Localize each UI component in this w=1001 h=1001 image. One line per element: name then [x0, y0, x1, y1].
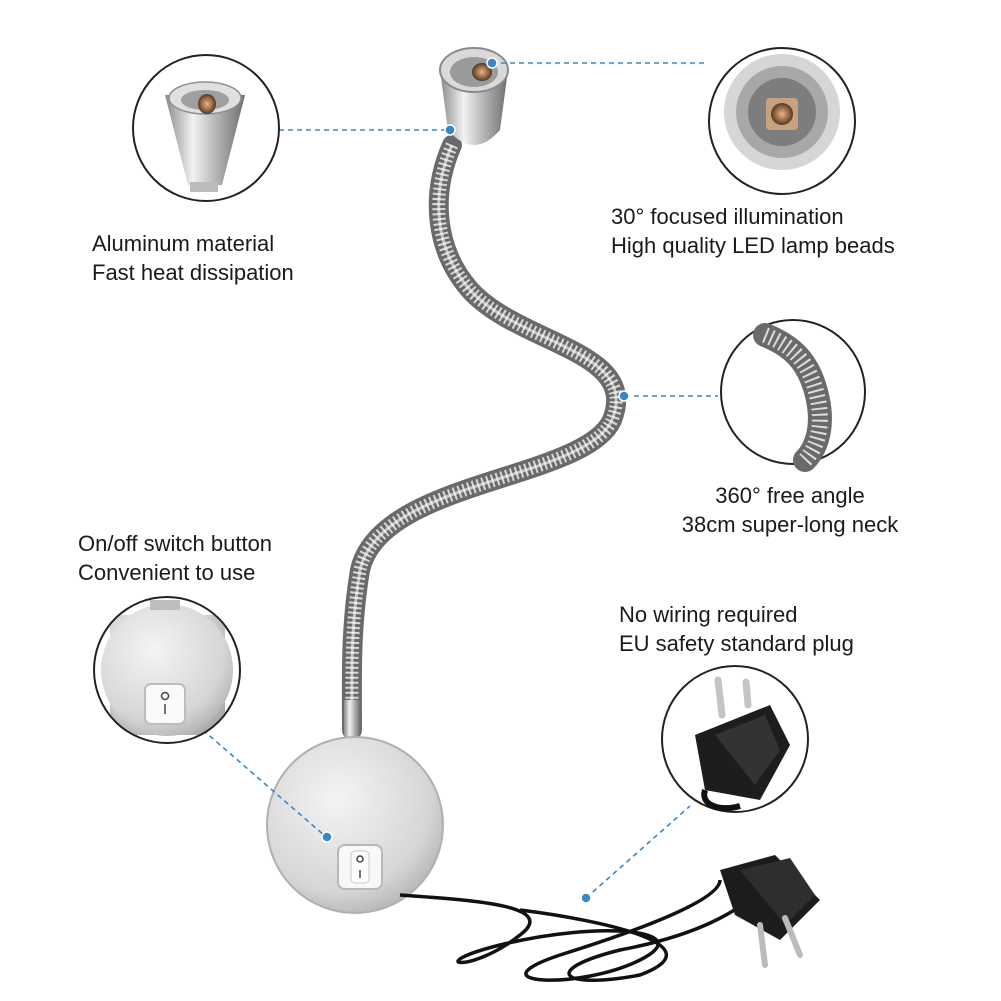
caption-neck: 360° free angle 38cm super-long neck	[640, 481, 940, 539]
power-cable-icon	[399, 879, 762, 982]
caption-plug: No wiring required EU safety standard pl…	[619, 600, 854, 658]
caption-illumination-line1: 30° focused illumination	[611, 204, 844, 229]
caption-illumination: 30° focused illumination High quality LE…	[611, 202, 895, 260]
wall-base-icon	[266, 700, 444, 914]
gooseneck-icon	[341, 135, 627, 740]
caption-switch-line2: Convenient to use	[78, 560, 256, 585]
eu-plug-icon	[720, 855, 820, 968]
detail-circle-illumination	[708, 47, 856, 195]
detail-circle-switch	[93, 596, 241, 744]
caption-neck-line1: 360° free angle	[715, 483, 865, 508]
callout-dots	[321, 57, 630, 904]
caption-material-line2: Fast heat dissipation	[92, 260, 294, 285]
caption-material: Aluminum material Fast heat dissipation	[92, 229, 294, 287]
callout-lines	[195, 62, 718, 899]
detail-circle-plug	[661, 665, 809, 813]
caption-switch: On/off switch button Convenient to use	[78, 529, 272, 587]
caption-plug-line1: No wiring required	[619, 602, 798, 627]
caption-neck-line2: 38cm super-long neck	[681, 512, 899, 537]
detail-circle-neck	[720, 319, 866, 472]
caption-illumination-line2: High quality LED lamp beads	[611, 233, 895, 258]
caption-plug-line2: EU safety standard plug	[619, 631, 854, 656]
caption-switch-line1: On/off switch button	[78, 531, 273, 556]
caption-material-line1: Aluminum material	[92, 231, 275, 256]
detail-circle-material	[132, 54, 280, 202]
